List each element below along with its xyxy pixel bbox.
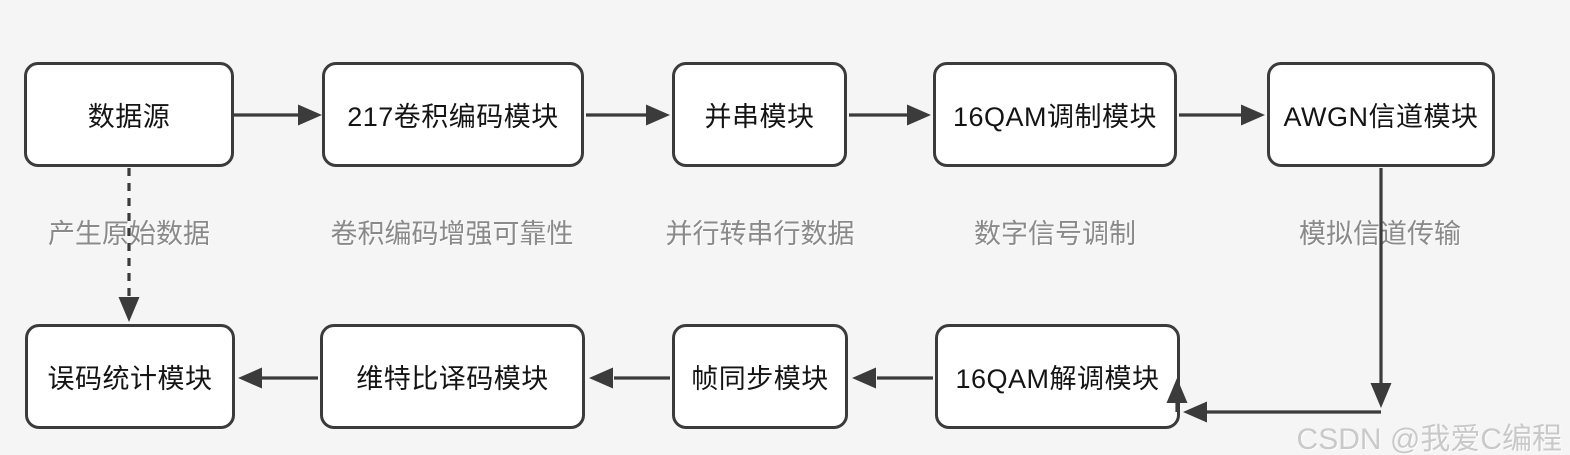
caption-data-source: 产生原始数据 (48, 219, 210, 249)
caption-parallel-serial: 并行转串行数据 (665, 219, 855, 249)
node-16qam-modulator: 16QAM调制模块 (933, 62, 1177, 167)
connector-parallelserial-to-modulator (849, 104, 931, 126)
connector-modulator-to-awgn (1179, 104, 1265, 126)
connector-encoder-to-parallelserial (586, 104, 670, 126)
caption-awgn-channel: 模拟信道传输 (1299, 219, 1461, 249)
node-error-statistics: 误码统计模块 (25, 324, 235, 429)
caption-conv-encoder: 卷积编码增强可靠性 (330, 219, 574, 249)
node-viterbi-decoder: 维特比译码模块 (320, 324, 585, 429)
connector-viterbi-to-errorstats (238, 367, 318, 389)
node-awgn-channel: AWGN信道模块 (1267, 62, 1495, 167)
node-parallel-serial: 并串模块 (672, 62, 847, 167)
caption-16qam-modulator: 数字信号调制 (974, 219, 1136, 249)
connector-datasource-to-encoder (234, 104, 322, 126)
node-conv-encoder: 217卷积编码模块 (322, 62, 584, 167)
csdn-watermark: CSDN @我爱C编程 (1296, 423, 1562, 455)
connector-framesync-to-viterbi (589, 367, 670, 389)
node-frame-sync: 帧同步模块 (672, 324, 848, 429)
connector-demodulator-to-framesync (852, 367, 933, 389)
node-data-source: 数据源 (24, 62, 234, 167)
node-16qam-demodulator: 16QAM解调模块 (935, 324, 1180, 429)
connector-awgn-to-demodulator (1166, 168, 1392, 423)
